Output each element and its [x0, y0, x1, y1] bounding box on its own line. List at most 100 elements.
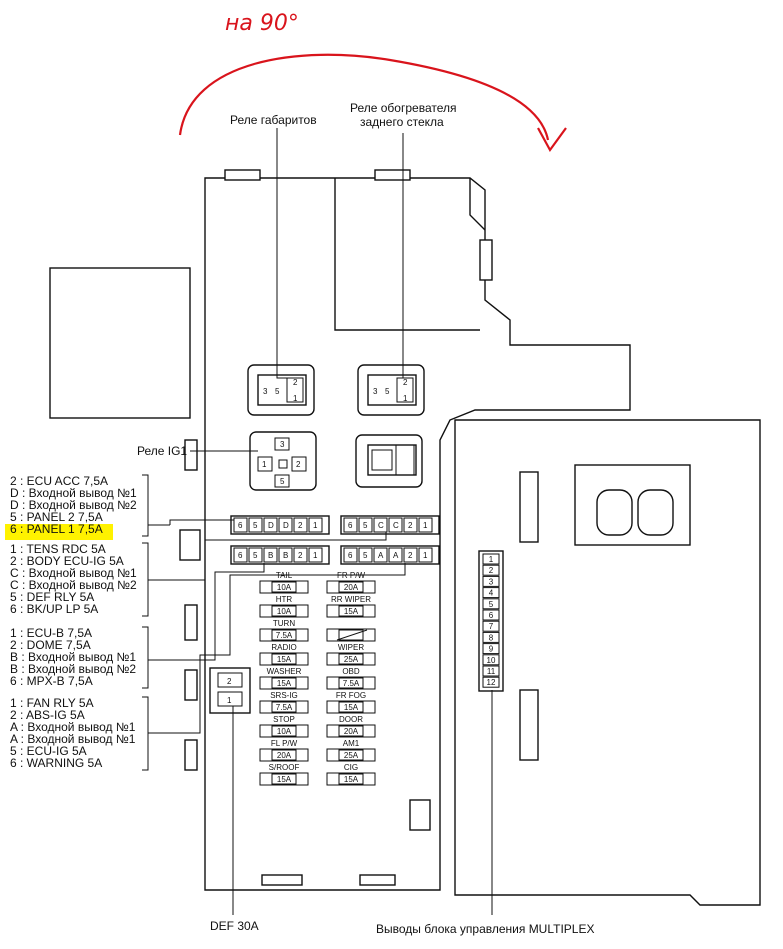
- connector-cell-label: 1: [423, 521, 428, 530]
- connector-cell-label: D: [283, 521, 289, 530]
- svg-text:2: 2: [296, 460, 301, 469]
- left-label: 5 : PANEL 2 7,5A: [10, 510, 103, 524]
- connector-cell-label: D: [268, 521, 274, 530]
- fuse-slot: [326, 580, 376, 594]
- label-def30: DEF 30A: [210, 919, 259, 933]
- label-defogger-relay-1: Реле обогревателя: [350, 101, 457, 115]
- multiplex-pin-label: 8: [489, 633, 494, 642]
- svg-text:1: 1: [227, 696, 232, 705]
- fuse-name: RR WIPER: [331, 595, 371, 604]
- multiplex-pin-label: 12: [487, 678, 496, 687]
- svg-text:1: 1: [403, 394, 408, 403]
- svg-text:1: 1: [293, 394, 298, 403]
- svg-text:5: 5: [280, 477, 285, 486]
- connector-cell: [293, 517, 308, 533]
- fuse-slot: [326, 748, 376, 762]
- connector-cell-label: 5: [253, 521, 258, 530]
- left-label: 6 : MPX-B 7,5A: [10, 674, 93, 688]
- label-ig1-relay: Реле IG1: [137, 444, 187, 458]
- svg-text:2: 2: [293, 378, 298, 387]
- fuse-name: SRS-IG: [270, 691, 298, 700]
- relay-large-right: [355, 434, 423, 488]
- connector-cell: [403, 547, 418, 563]
- connector-cell: [278, 517, 293, 533]
- fuse-amp: 10A: [277, 727, 292, 736]
- group-bracket: [142, 474, 149, 537]
- fuse-amp: 15A: [277, 655, 292, 664]
- multiplex-pin: [482, 609, 500, 621]
- fuse-amp: 15A: [277, 679, 292, 688]
- left-label: 6 : PANEL 1 7,5A: [10, 522, 103, 536]
- connector-cell: [293, 547, 308, 563]
- fuse-name: FR FOG: [336, 691, 366, 700]
- connector-cell-label: 5: [363, 521, 368, 530]
- fuse-slot: [326, 676, 376, 690]
- fuse-amp: 10A: [277, 607, 292, 616]
- multiplex-pin: [482, 598, 500, 610]
- fuse-amp: 25A: [344, 751, 359, 760]
- connector-cell: [388, 547, 403, 563]
- multiplex-pin-label: 1: [489, 555, 494, 564]
- connector-cell-label: B: [268, 551, 273, 560]
- group-bracket: [142, 626, 149, 689]
- fuse-amp: 15A: [277, 775, 292, 784]
- multiplex-pin: [482, 643, 500, 655]
- fuse-slot: [326, 604, 376, 618]
- relay-parking-lights: 3 5 2 1: [247, 364, 315, 416]
- connector-cell-label: 1: [423, 551, 428, 560]
- multiplex-pin: [482, 575, 500, 587]
- fuse-name: OBD: [342, 667, 360, 676]
- connector-cell-label: C: [393, 521, 399, 530]
- fuse-name: CIG: [344, 763, 358, 772]
- svg-text:5: 5: [275, 387, 280, 396]
- connector-cell: [343, 517, 358, 533]
- fuse-slot: [259, 772, 309, 786]
- handwritten-note: на 90°: [225, 11, 299, 36]
- fuse-name: WASHER: [267, 667, 302, 676]
- fuse-name: S/ROOF: [269, 763, 300, 772]
- multiplex-pin: [482, 620, 500, 632]
- left-label: 1 : TENS RDC 5A: [10, 542, 106, 556]
- connector-cell: [248, 547, 263, 563]
- highlight-panel1: [5, 524, 113, 540]
- connector-cell: [308, 517, 323, 533]
- fuse-slot: [259, 628, 309, 642]
- fuse-slot: [259, 580, 309, 594]
- left-label: D : Входной вывод №1: [10, 486, 137, 500]
- fuse-name: RADIO: [271, 643, 296, 652]
- group-bracket: [142, 696, 149, 771]
- left-label: B : Входной вывод №1: [10, 650, 136, 664]
- left-label: C : Входной вывод №2: [10, 578, 137, 592]
- left-label: 5 : DEF RLY 5A: [10, 590, 94, 604]
- multiplex-pin-label: 9: [489, 645, 494, 654]
- svg-text:1: 1: [262, 460, 267, 469]
- connector-cell-label: C: [378, 521, 384, 530]
- connector-cell: [358, 547, 373, 563]
- multiplex-pin-label: 3: [489, 577, 494, 586]
- rotation-arrowhead: [537, 127, 567, 153]
- fuse-amp: 15A: [344, 775, 359, 784]
- fuse-amp: 20A: [277, 751, 292, 760]
- fuse-name: AM1: [343, 739, 360, 748]
- connector-cell: [308, 547, 323, 563]
- left-label: 6 : BK/UP LP 5A: [10, 602, 98, 616]
- label-multiplex: Выводы блока управления MULTIPLEX: [376, 922, 594, 936]
- svg-text:2: 2: [403, 378, 408, 387]
- connector-cell-label: 6: [348, 551, 353, 560]
- connector-cell-label: A: [393, 551, 399, 560]
- multiplex-pin: [482, 676, 500, 688]
- left-label: A : Входной вывод №1: [10, 732, 136, 746]
- fuse-name: TURN: [273, 619, 295, 628]
- svg-text:2: 2: [227, 677, 232, 686]
- multiplex-pin: [482, 587, 500, 599]
- multiplex-pin-label: 6: [489, 611, 494, 620]
- connector-cell: [373, 547, 388, 563]
- fuse-amp: 7.5A: [276, 631, 293, 640]
- fuse-slot: [259, 652, 309, 666]
- connector-cell-label: 2: [408, 521, 413, 530]
- connector-cell: [388, 517, 403, 533]
- fuse-name: WIPER: [338, 643, 364, 652]
- svg-text:3: 3: [280, 440, 285, 449]
